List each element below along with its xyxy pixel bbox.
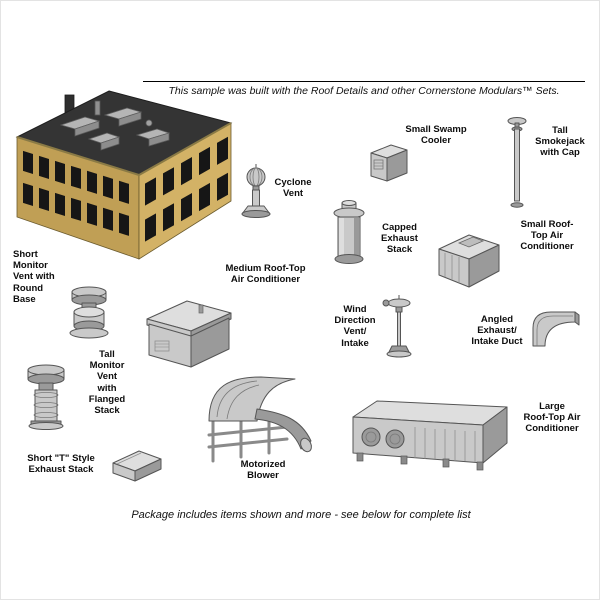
capped-exhaust-stack-illustration: [329, 199, 369, 267]
short-t-stack-illustration: [109, 445, 165, 491]
motorized-blower-illustration: [197, 369, 335, 465]
label-medium-rooftop-ac: Medium Roof-Top Air Conditioner: [225, 263, 306, 286]
large-rooftop-ac-illustration: [343, 389, 513, 473]
label-cyclone-vent: Cyclone Vent: [274, 177, 312, 200]
small-swamp-cooler-illustration: [367, 141, 411, 183]
wind-direction-vent-illustration: [379, 293, 419, 359]
label-motorized-blower: Motorized Blower: [240, 459, 286, 482]
label-tall-monitor-vent: Tall Monitor Vent with Flanged Stack: [88, 349, 126, 417]
label-large-rooftop-ac: Large Roof-Top Air Conditioner: [523, 401, 581, 435]
label-angled-duct: Angled Exhaust/ Intake Duct: [471, 314, 523, 348]
label-short-t-stack: Short "T" Style Exhaust Stack: [27, 453, 95, 476]
label-small-rooftop-ac: Small Roof- Top Air Conditioner: [520, 219, 574, 253]
bottom-note: Package includes items shown and more - …: [131, 509, 471, 521]
cyclone-vent-illustration: [237, 163, 275, 218]
label-short-monitor-vent: Short Monitor Vent with Round Base: [13, 249, 55, 305]
small-rooftop-ac-illustration: [433, 229, 505, 291]
top-note: This sample was built with the Roof Deta…: [143, 81, 585, 97]
tall-smokejack-illustration: [504, 113, 530, 211]
label-small-swamp-cooler: Small Swamp Cooler: [405, 124, 467, 147]
tall-monitor-vent-illustration: [19, 363, 73, 431]
angled-duct-illustration: [529, 304, 581, 349]
label-capped-exhaust-stack: Capped Exhaust Stack: [381, 222, 418, 256]
short-monitor-vent-illustration: [63, 284, 115, 340]
sample-building-illustration: [9, 87, 237, 269]
label-wind-direction-vent: Wind Direction Vent/ Intake: [334, 304, 376, 349]
medium-rooftop-ac-illustration: [139, 293, 239, 375]
label-tall-smokejack: Tall Smokejack with Cap: [535, 125, 585, 159]
